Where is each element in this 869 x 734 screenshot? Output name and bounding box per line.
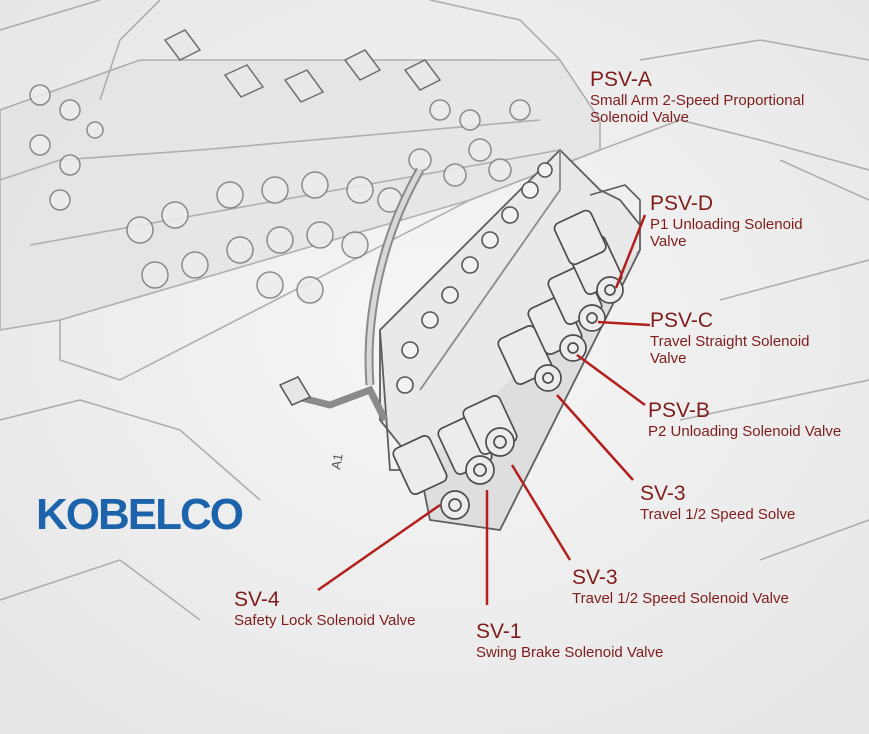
label-psv-a-desc-2: Solenoid Valve (590, 109, 689, 127)
label-sv-3-lower-code: SV-3 (572, 566, 618, 589)
label-psv-d: PSV-D P1 Unloading Solenoid Valve (650, 192, 803, 251)
label-psv-b-desc-1: P2 Unloading Solenoid Valve (648, 423, 842, 441)
label-psv-a-desc-1: Small Arm 2-Speed Proportional (590, 92, 805, 110)
leader-psv-d (614, 214, 647, 289)
leader-psv-b (576, 353, 646, 407)
kobelco-logo: KOBELCO (36, 490, 244, 539)
label-sv-1-code: SV-1 (476, 620, 522, 643)
label-psv-d-desc-1: P1 Unloading Solenoid (650, 216, 803, 234)
wiring-harness (278, 167, 424, 422)
label-psv-b: PSV-B P2 Unloading Solenoid Valve (648, 399, 841, 440)
mount-bracket (589, 184, 641, 225)
leader-sv-4 (317, 503, 441, 592)
leader-lines (317, 214, 651, 605)
label-sv-4: SV-4 Safety Lock Solenoid Valve (234, 588, 416, 629)
leader-psv-c (597, 320, 651, 327)
label-sv-1-desc-1: Swing Brake Solenoid Valve (476, 644, 664, 662)
label-sv-4-code: SV-4 (234, 588, 280, 611)
leader-sv-3-upper (556, 394, 634, 481)
label-psv-a-code: PSV-A (590, 68, 652, 91)
label-sv-3-upper-desc-1: Travel 1/2 Speed Solve (640, 506, 796, 524)
solenoid-valves (392, 209, 624, 520)
label-psv-c-desc-2: Valve (650, 350, 687, 368)
label-psv-b-code: PSV-B (648, 399, 710, 422)
label-psv-c-desc-1: Travel Straight Solenoid (650, 333, 810, 351)
label-sv-3-upper-code: SV-3 (640, 482, 686, 505)
top-fittings (163, 29, 442, 103)
label-sv-3-lower-desc-1: Travel 1/2 Speed Solenoid Valve (572, 590, 789, 608)
label-psv-c: PSV-C Travel Straight Solenoid Valve (650, 309, 810, 368)
a1-marking: A1 (328, 452, 346, 470)
label-psv-d-code: PSV-D (650, 192, 714, 215)
label-sv-3-lower: SV-3 Travel 1/2 Speed Solenoid Valve (572, 566, 789, 607)
label-sv-4-desc-1: Safety Lock Solenoid Valve (234, 612, 416, 630)
label-sv-1: SV-1 Swing Brake Solenoid Valve (476, 620, 663, 661)
label-sv-3-upper: SV-3 Travel 1/2 Speed Solve (640, 482, 795, 523)
label-psv-a: PSV-A Small Arm 2-Speed Proportional Sol… (590, 68, 804, 127)
body-ports (29, 84, 531, 304)
label-psv-d-desc-2: Valve (650, 233, 687, 251)
leader-sv-3-lower (510, 464, 572, 561)
label-psv-c-code: PSV-C (650, 309, 714, 332)
manifold-ports (396, 162, 553, 394)
